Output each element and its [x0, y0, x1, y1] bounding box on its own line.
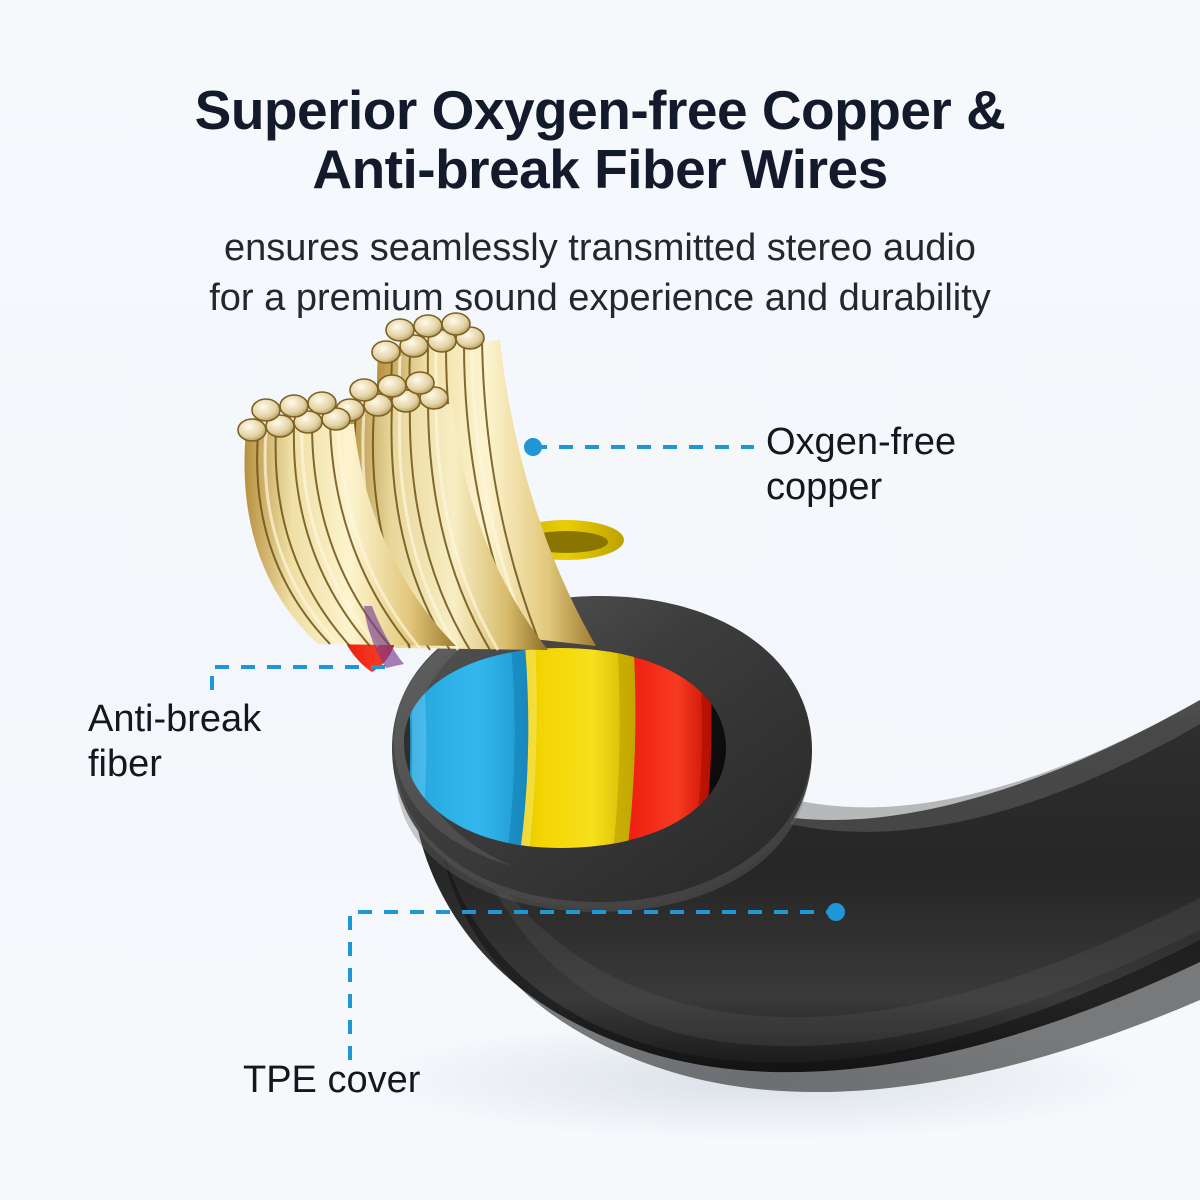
- copper-wire-ends: [371, 312, 485, 364]
- page-title: Superior Oxygen-free Copper & Anti-break…: [194, 78, 1006, 201]
- callout-label-anti-break-fiber: Anti-break fiber: [88, 698, 262, 785]
- callout-markers: [524, 438, 845, 921]
- marker-oxygen-free-copper: [524, 438, 542, 456]
- marker-tpe-cover: [827, 903, 845, 921]
- callout-label-oxygen-free-copper: Oxgen-free copper: [766, 421, 957, 508]
- leader-tpe-cover: [348, 910, 833, 1060]
- copper-bundle-left: [237, 391, 456, 647]
- page-subtitle: ensures seamlessly transmitted stereo au…: [209, 227, 991, 320]
- callout-label-tpe-cover: TPE cover: [243, 1059, 421, 1101]
- leader-anti-break-fiber: [210, 665, 390, 690]
- callout-leaders: [210, 445, 833, 1060]
- copper-wire-ends: [335, 371, 449, 422]
- copper-wire-ends: [237, 391, 351, 442]
- copper-strand-bundles: [237, 312, 596, 668]
